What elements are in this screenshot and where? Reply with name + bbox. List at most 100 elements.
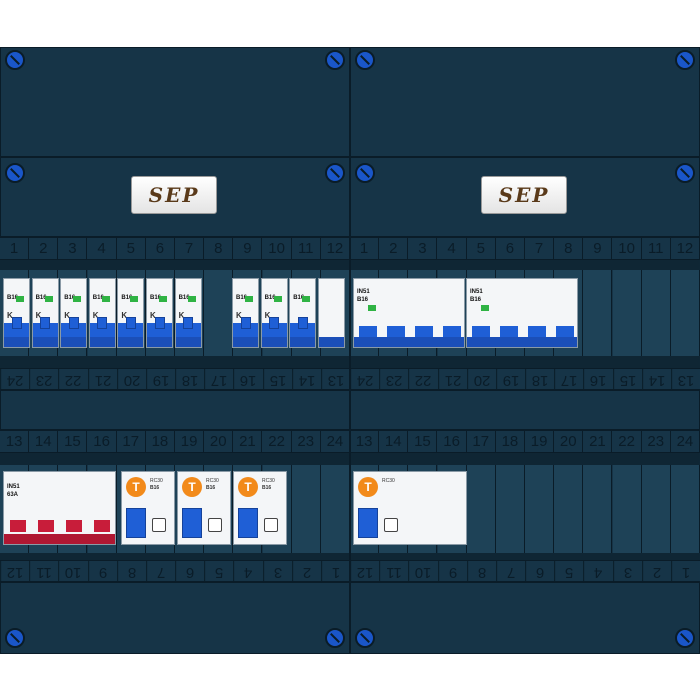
rcd-lever[interactable] xyxy=(500,326,518,339)
test-button[interactable]: T xyxy=(126,477,146,497)
circuit-number: 13 xyxy=(0,431,30,453)
circuit-number: 15 xyxy=(58,431,88,453)
circuit-number: 19 xyxy=(525,431,555,453)
rcd-rating: B16 xyxy=(262,485,272,491)
din-rail-cover xyxy=(350,260,700,270)
circuit-number: 5 xyxy=(467,238,496,260)
breaker-lever[interactable] xyxy=(32,317,58,337)
breaker-rating: B16 xyxy=(7,295,19,301)
circuit-number: 21 xyxy=(233,431,263,453)
circuit-number: 9 xyxy=(233,238,263,260)
breaker-lever[interactable] xyxy=(261,317,287,337)
rcd-type: RC30 xyxy=(206,478,219,484)
circuit-number: 12 xyxy=(0,561,30,583)
breaker-code: K xyxy=(150,311,156,320)
test-button[interactable]: T xyxy=(238,477,258,497)
circuit-number: 4 xyxy=(88,238,117,260)
circuit-number: 13 xyxy=(350,431,380,453)
circuit-number: 23 xyxy=(642,431,671,453)
circuit-number: 17 xyxy=(117,431,146,453)
rcd-lever[interactable] xyxy=(387,326,405,339)
rcd-lever[interactable] xyxy=(238,508,258,538)
breaker-code: K xyxy=(236,311,242,320)
circuit-number: 2 xyxy=(379,238,409,260)
switch-lever[interactable] xyxy=(10,520,26,532)
rcd-lever[interactable] xyxy=(182,508,202,538)
status-led-icon xyxy=(130,296,139,302)
left-top-cover xyxy=(0,47,350,157)
din-rail-cover xyxy=(350,356,700,368)
breaker-base xyxy=(261,337,287,347)
breaker-lever[interactable] xyxy=(4,317,29,337)
rcd-lever[interactable] xyxy=(472,326,490,339)
switch-lever[interactable] xyxy=(94,520,110,532)
breaker-lever[interactable] xyxy=(290,317,316,337)
circuit-number: 9 xyxy=(437,561,467,583)
circuit-number: 16 xyxy=(583,369,613,391)
status-led-icon xyxy=(16,296,24,302)
screw-icon xyxy=(355,628,375,648)
circuit-number: 24 xyxy=(321,431,350,453)
rcd-lever[interactable] xyxy=(415,326,433,339)
rcd-lever[interactable] xyxy=(126,508,146,538)
test-button[interactable]: T xyxy=(358,477,378,497)
rcd-lever[interactable] xyxy=(528,326,546,339)
empty-slot xyxy=(525,465,555,553)
circuit-number: 4 xyxy=(438,238,467,260)
rcd-lever[interactable] xyxy=(358,508,378,538)
empty-slot xyxy=(583,270,613,356)
rcd-lever[interactable] xyxy=(359,326,377,339)
status-led-icon xyxy=(481,305,489,311)
circuit-number: 24 xyxy=(0,369,30,391)
circuit-breaker[interactable]: B16 xyxy=(289,278,317,348)
breaker-lever[interactable] xyxy=(233,317,258,337)
breaker-lever[interactable] xyxy=(175,317,201,337)
circuit-number: 17 xyxy=(204,369,234,391)
rcd-type: RC30 xyxy=(262,478,275,484)
circuit-number: 8 xyxy=(466,561,496,583)
circuit-number: 6 xyxy=(525,561,555,583)
circuit-number: 3 xyxy=(612,561,642,583)
breaker-lever[interactable] xyxy=(118,317,144,337)
rcd-rating: B16 xyxy=(470,297,482,303)
empty-slot xyxy=(204,270,234,356)
rcd-lever[interactable] xyxy=(556,326,574,339)
empty-slot xyxy=(641,270,671,356)
breaker-base xyxy=(4,534,115,544)
circuit-number: 5 xyxy=(117,238,146,260)
switch-lever[interactable] xyxy=(38,520,54,532)
circuit-number: 12 xyxy=(350,561,380,583)
circuit-number: 6 xyxy=(175,561,205,583)
circuit-number: 10 xyxy=(408,561,438,583)
breaker-lever[interactable] xyxy=(61,317,87,337)
breaker-lever[interactable] xyxy=(89,317,115,337)
breaker-base xyxy=(32,337,58,347)
circuit-number: 13 xyxy=(670,369,700,391)
breaker-lever[interactable] xyxy=(147,317,172,337)
breaker-base xyxy=(354,337,464,347)
brand-logo: SEP xyxy=(481,176,567,214)
test-button[interactable]: T xyxy=(182,477,202,497)
switch-lever[interactable] xyxy=(66,520,82,532)
empty-slot xyxy=(495,465,525,553)
rcd-lever[interactable] xyxy=(443,326,461,339)
breaker-code: K xyxy=(264,311,271,320)
